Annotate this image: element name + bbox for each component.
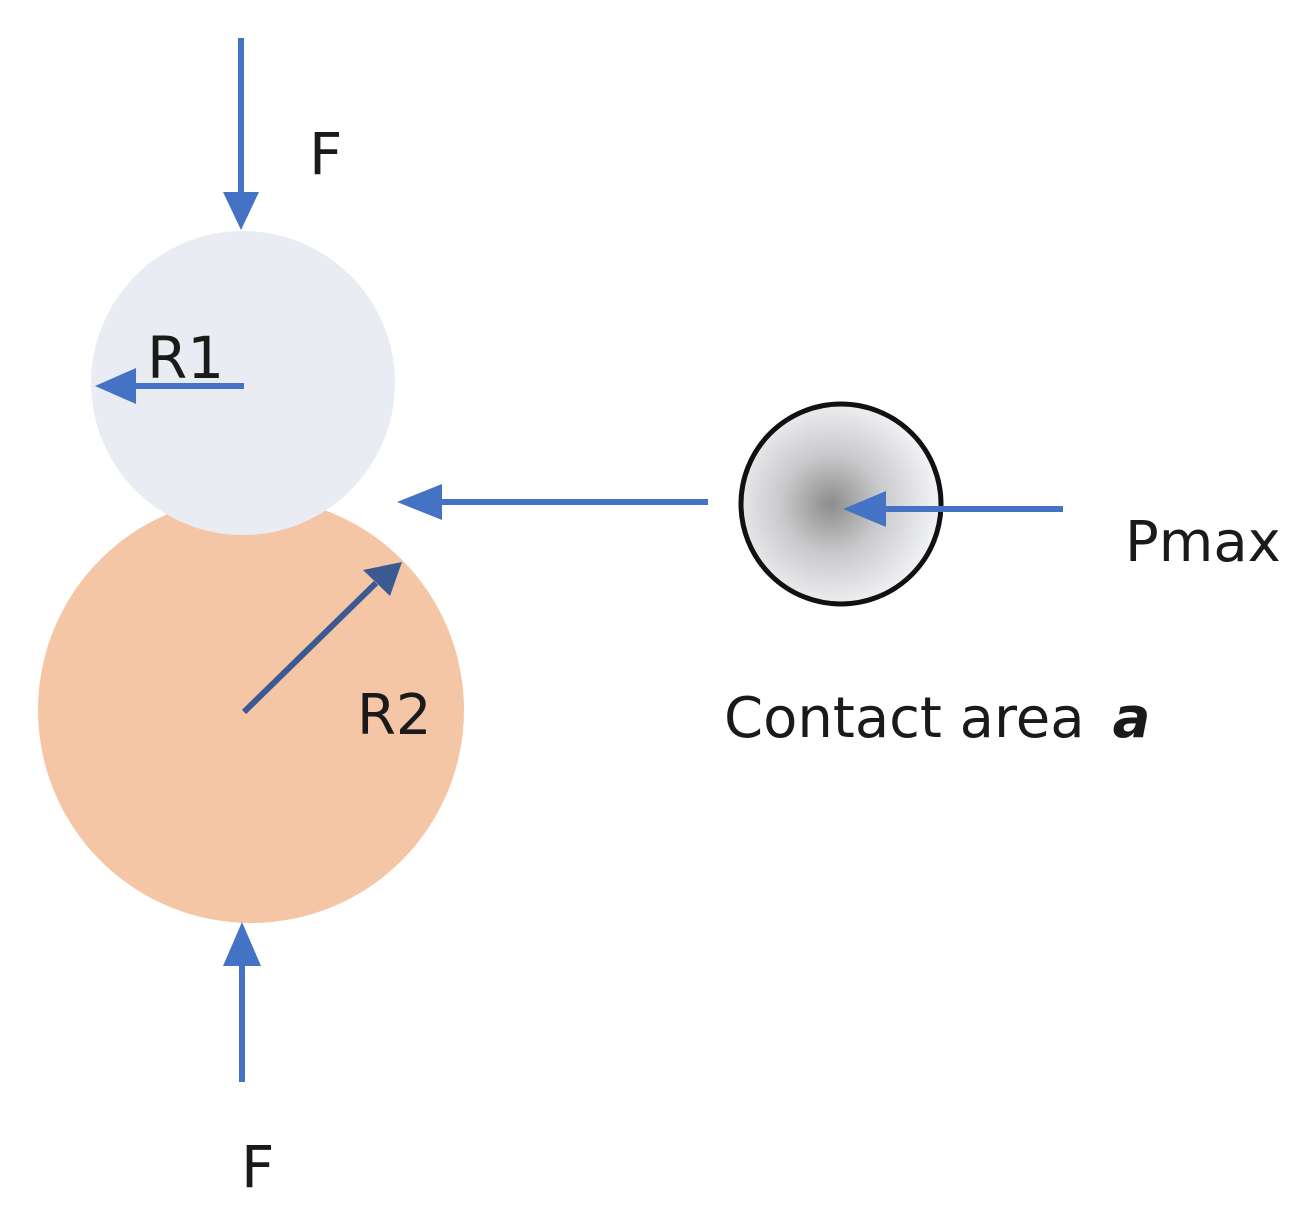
pressure-label: Pmax xyxy=(1125,510,1281,575)
radius-1-label: R1 xyxy=(147,324,224,392)
force-label-top: F xyxy=(309,120,342,188)
contact-area-circle xyxy=(738,401,944,607)
contact-area-text: Contact area xyxy=(724,686,1085,751)
radius-1-arrow xyxy=(95,368,244,404)
contact-point-arrow xyxy=(397,484,708,520)
force-arrow-top xyxy=(223,38,259,230)
contact-area-label: Contact area a xyxy=(724,686,1150,751)
radius-2-label: R2 xyxy=(357,683,432,748)
pressure-arrow xyxy=(843,491,1063,527)
force-label-bottom: F xyxy=(241,1133,274,1201)
force-arrow-bottom xyxy=(223,922,261,1082)
contact-area-symbol: a xyxy=(1113,686,1151,751)
radius-2-arrow xyxy=(241,562,402,715)
